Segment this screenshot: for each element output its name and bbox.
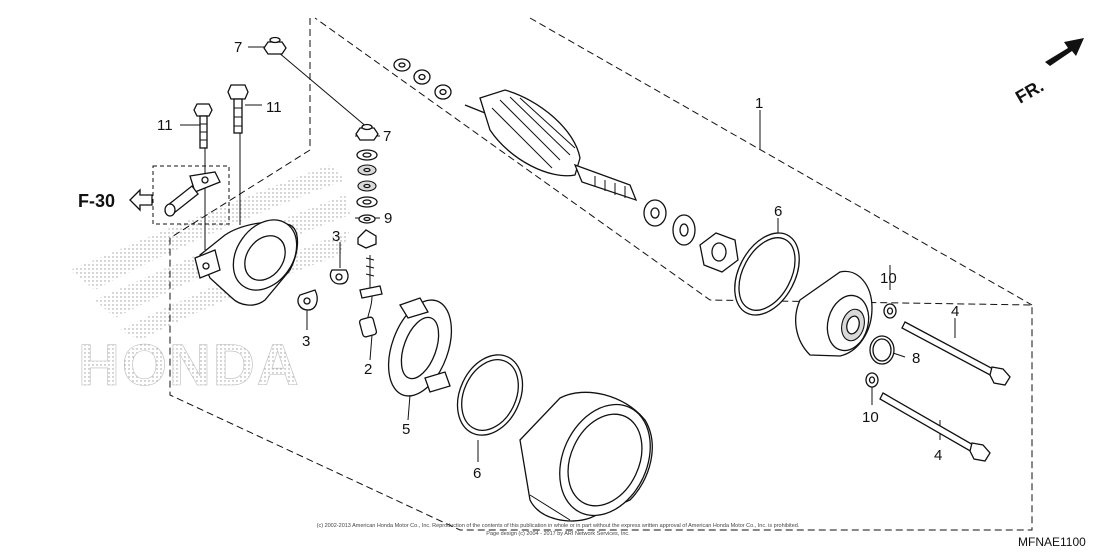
- armature-washers-top: [393, 58, 452, 100]
- diagram-code: MFNAE1100: [1018, 535, 1086, 549]
- motor-case: [519, 391, 653, 522]
- o-ring-lower: [456, 354, 524, 436]
- f30-reference: F-30: [78, 188, 153, 212]
- callout-10-lower: 10: [862, 409, 879, 426]
- armature: [464, 89, 638, 202]
- through-bolt-upper: [901, 321, 1011, 386]
- o-ring-small: [869, 335, 895, 365]
- honda-brand-text: HONDA: [78, 333, 301, 398]
- terminal-bolt: [358, 255, 383, 338]
- nut-top: [263, 36, 287, 55]
- bolt-left: [193, 103, 213, 149]
- seal-ring-upper: [883, 303, 897, 319]
- callout-11-left: 11: [157, 117, 173, 134]
- f30-label: F-30: [78, 191, 115, 211]
- callout-3-upper: 3: [332, 228, 340, 245]
- seal-ring-lower: [865, 372, 879, 388]
- cable-terminal: [164, 171, 221, 217]
- through-bolt-lower: [879, 392, 991, 462]
- callout-labels: 1 2 3 3 4 4 5 6 6 7 7 8 9 10 10 11 11: [157, 39, 959, 482]
- callout-2: 2: [364, 361, 372, 378]
- callout-3-lower: 3: [302, 333, 310, 350]
- callout-9: 9: [384, 210, 392, 227]
- callout-4-lower: 4: [934, 447, 942, 464]
- left-arrow-icon: [129, 188, 153, 212]
- front-cover: [795, 270, 873, 357]
- o-ring-upper: [734, 232, 800, 316]
- callout-11-right: 11: [266, 99, 282, 116]
- callout-7-top: 7: [234, 39, 242, 56]
- callout-1: 1: [755, 95, 763, 112]
- washer-stack: [356, 149, 378, 249]
- armature-washers-bottom: [643, 199, 696, 246]
- front-arrow-icon: [1045, 38, 1084, 66]
- bolt-right: [227, 84, 249, 134]
- callout-7-stack: 7: [383, 128, 391, 145]
- callout-6-lower: 6: [473, 465, 481, 482]
- callout-5: 5: [402, 421, 410, 438]
- copyright-line-2: Page design (c) 2004 - 2017 by ARI Netwo…: [486, 531, 630, 537]
- callout-8: 8: [912, 350, 920, 367]
- lock-washer: [699, 232, 739, 273]
- callout-4-upper: 4: [951, 303, 959, 320]
- front-direction: FR.: [1012, 38, 1084, 107]
- callout-10-upper: 10: [880, 270, 897, 287]
- end-cover: [194, 219, 299, 306]
- assembly-boundary-right: [529, 17, 1033, 306]
- brush-spring-clip-upper: [329, 269, 349, 285]
- copyright-line-1: (c) 2002-2013 American Honda Motor Co., …: [317, 523, 800, 529]
- callout-6-upper: 6: [774, 203, 782, 220]
- front-label: FR.: [1012, 76, 1047, 108]
- brush-holder: [387, 297, 453, 397]
- cable-detail-box: [152, 165, 230, 225]
- brush-spring-clip-lower: [297, 289, 318, 311]
- nut-stack: [355, 123, 379, 141]
